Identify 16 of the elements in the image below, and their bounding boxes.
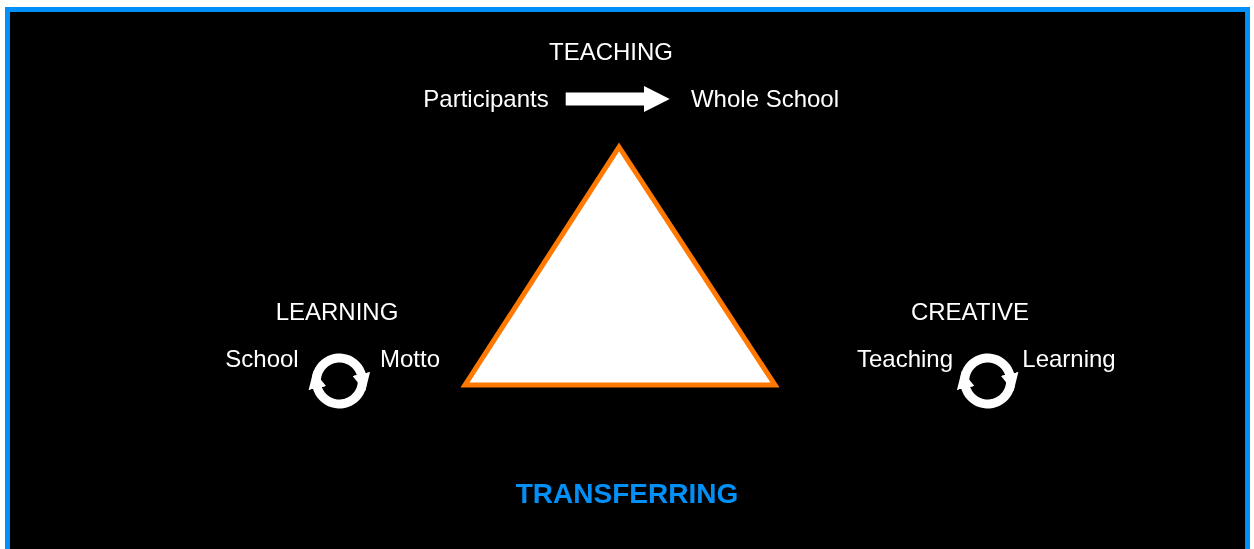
- arrow: [565, 86, 670, 112]
- arrow: [308, 370, 367, 409]
- arrow: [960, 353, 1019, 392]
- arrow: [956, 370, 1016, 409]
- footer-title: TRANSFERRING: [515, 480, 739, 508]
- triangle-shape: [460, 142, 780, 388]
- section-heading: LEARNING: [275, 298, 399, 326]
- node-label: Participants: [423, 85, 549, 113]
- node-label: Motto: [380, 345, 440, 373]
- section-heading: CREATIVE: [910, 298, 1030, 326]
- node-label: Learning: [1022, 345, 1116, 373]
- node-label: Teaching: [856, 345, 954, 373]
- arrow: [311, 353, 371, 392]
- node-label: Whole School: [690, 85, 840, 113]
- section-heading: TEACHING: [549, 38, 673, 66]
- node-label: School: [225, 345, 299, 373]
